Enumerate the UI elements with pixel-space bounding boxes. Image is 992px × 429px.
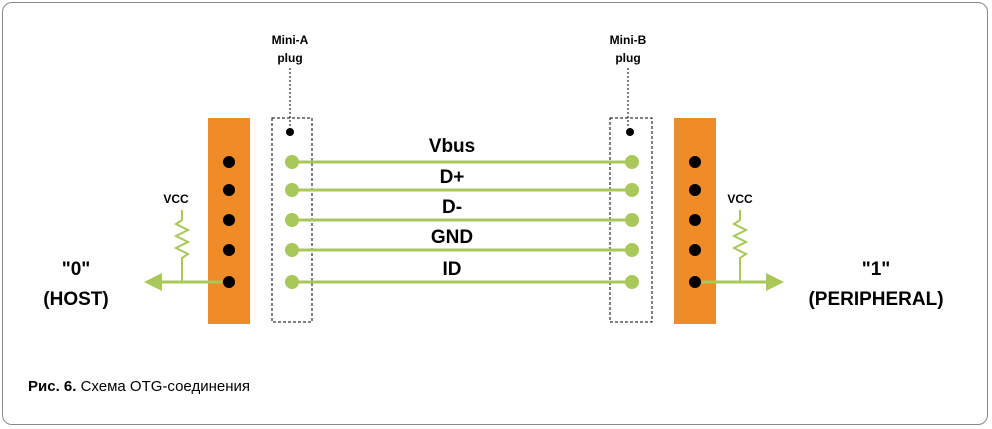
wire-end-dot <box>285 275 299 289</box>
host-pin <box>223 184 235 196</box>
mini-a-label-1: Mini-A <box>272 33 309 47</box>
pullup-resistor-left <box>176 210 188 282</box>
host-pin <box>223 214 235 226</box>
peripheral-pin <box>689 214 701 226</box>
label-dminus: D- <box>442 197 462 218</box>
wire-end-dot <box>625 155 639 169</box>
wire-end-dot <box>625 213 639 227</box>
peripheral-pin <box>689 156 701 168</box>
peripheral-pin <box>689 184 701 196</box>
peripheral-pin <box>689 244 701 256</box>
mini-b-label-2: plug <box>615 51 640 65</box>
peripheral-role-label: (PERIPHERAL) <box>808 289 943 310</box>
pullup-resistor-right <box>734 210 746 282</box>
wire-end-dot <box>625 183 639 197</box>
mini-a-top-pin <box>286 128 294 136</box>
peripheral-arrow-icon <box>766 273 784 291</box>
peripheral-role-value: "1" <box>862 259 891 280</box>
figure-number: Рис. 6. <box>28 378 76 395</box>
wire-end-dot <box>285 155 299 169</box>
peripheral-pin <box>689 276 701 288</box>
label-id: ID <box>443 259 462 280</box>
vcc-right-label: VCC <box>727 192 753 206</box>
mini-a-label-2: plug <box>277 51 302 65</box>
label-vbus: Vbus <box>429 136 475 157</box>
host-role-value: "0" <box>62 259 91 280</box>
wire-end-dot <box>285 183 299 197</box>
label-dplus: D+ <box>440 167 465 188</box>
host-pin <box>223 276 235 288</box>
wire-end-dot <box>625 275 639 289</box>
wire-end-dot <box>625 243 639 257</box>
wire-end-dot <box>285 213 299 227</box>
host-role-label: (HOST) <box>43 289 108 310</box>
host-arrow-icon <box>144 273 162 291</box>
wire-end-dot <box>285 243 299 257</box>
mini-b-label-1: Mini-B <box>610 33 647 47</box>
host-pin <box>223 244 235 256</box>
vcc-left-label: VCC <box>163 192 189 206</box>
label-gnd: GND <box>431 227 473 248</box>
figure-caption: Рис. 6. Схема OTG-соединения <box>28 378 250 395</box>
mini-b-top-pin <box>626 128 634 136</box>
host-pin <box>223 156 235 168</box>
figure-title: Схема OTG-соединения <box>81 378 250 395</box>
